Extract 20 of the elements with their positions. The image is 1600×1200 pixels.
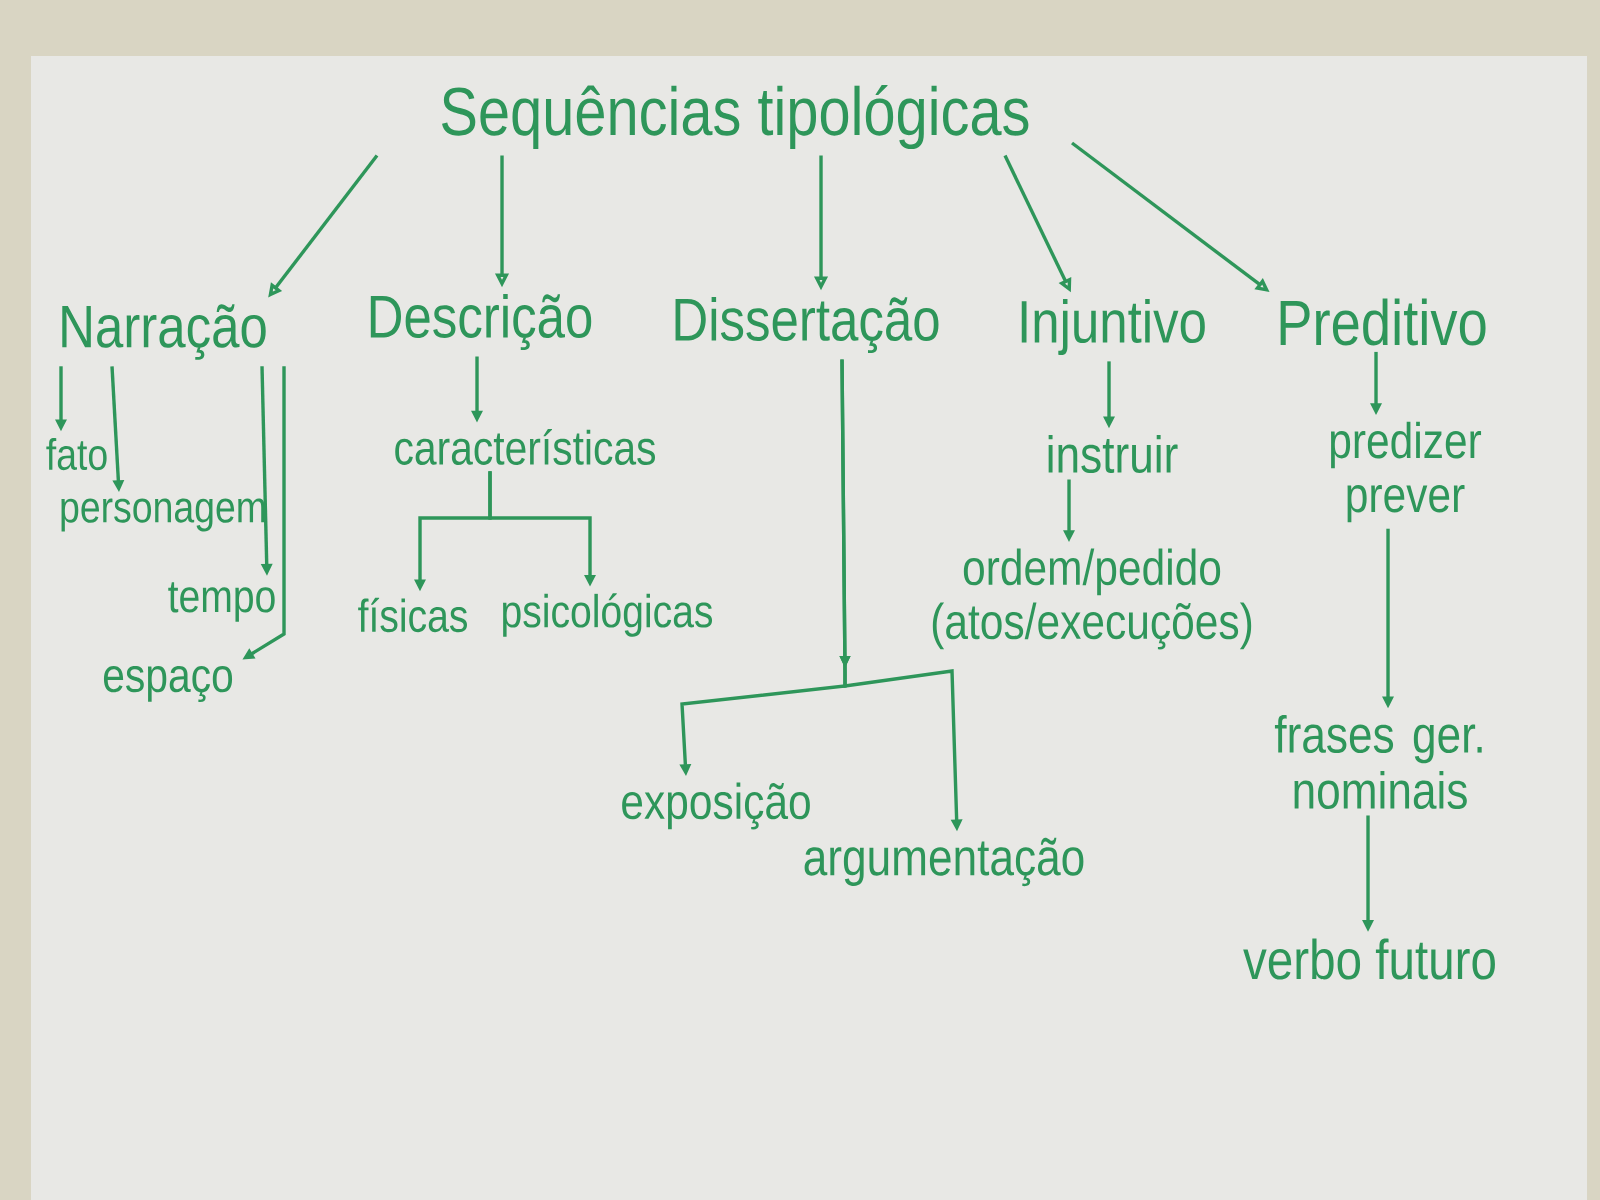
concept-label: psicológicas <box>503 593 713 637</box>
concept-label: físicas <box>358 597 467 633</box>
concept-label: Dissertação <box>675 296 939 354</box>
concept-label: argumentação <box>804 837 1084 887</box>
concept-label: predizer prever <box>1330 421 1482 523</box>
concept-label: personagem <box>61 498 265 532</box>
concept-label: tempo <box>168 582 275 622</box>
concept-label: instruir <box>1048 434 1178 474</box>
concept-label: exposição <box>622 782 810 830</box>
concept-label: Preditivo <box>1280 298 1486 346</box>
concept-label: verbo futuro <box>1243 938 1495 980</box>
concept-label: Narração <box>62 304 266 360</box>
concept-label: Descrição <box>370 293 592 351</box>
concept-label: frases ger. nominais <box>1274 714 1482 810</box>
concept-label: características <box>395 429 655 465</box>
concept-label: ordem/pedido (atos/execuções) <box>932 548 1252 650</box>
concept-label: Injuntivo <box>1021 299 1205 355</box>
concept-label: espaço <box>103 666 233 702</box>
concept-label: fato <box>46 437 107 471</box>
concept-label: Sequências tipológicas <box>442 84 1029 150</box>
